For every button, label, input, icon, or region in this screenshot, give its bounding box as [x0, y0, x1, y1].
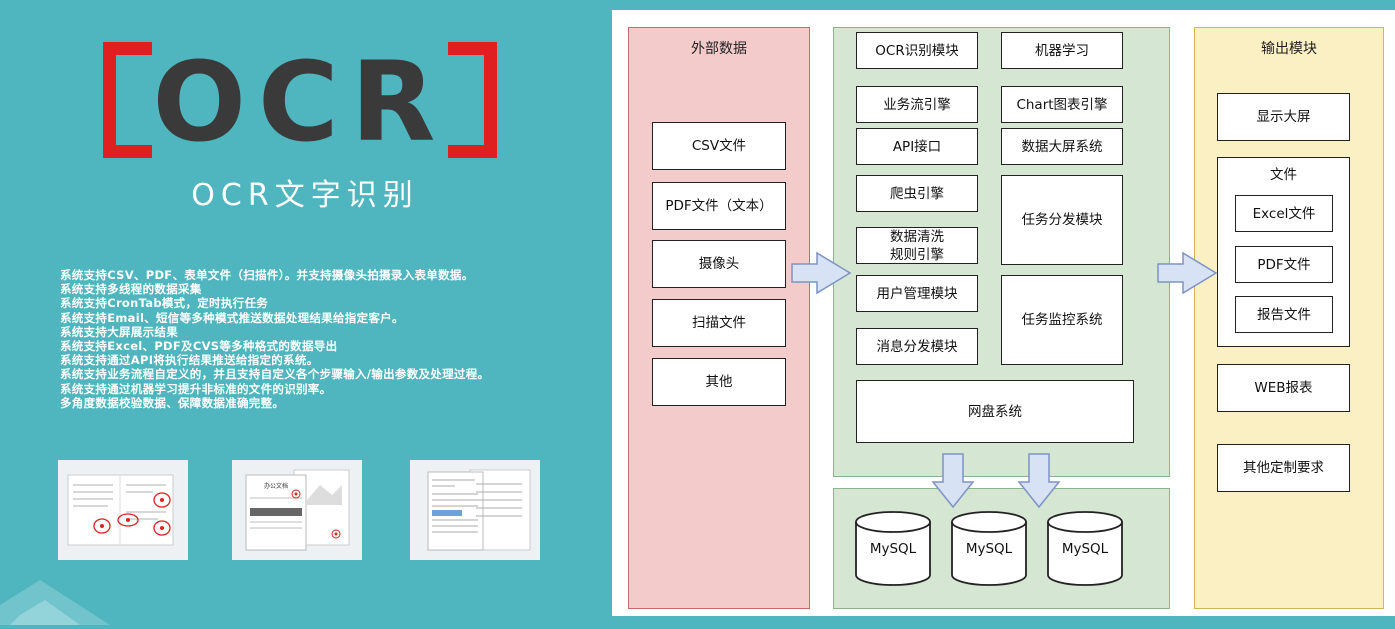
web-report-box: WEB报表 [1217, 364, 1350, 412]
feature-list: 系统支持CSV、PDF、表单文件（扫描件）。并支持摄像头拍摄录入表单数据。 系统… [60, 268, 489, 410]
mysql-label: MySQL [870, 541, 917, 557]
excel-file-box: Excel文件 [1235, 195, 1333, 232]
feature-item: 系统支持Excel、PDF及CVS等多种格式的数据导出 [60, 339, 338, 354]
feature-item: 多角度数据校验数据、保障数据准确完整。 [60, 395, 285, 410]
arrow-external-to-core [791, 251, 852, 295]
feature-item: 系统支持通过API将执行结果推送给指定的系统。 [60, 353, 319, 368]
thumbnail-caption: 办公文档 [264, 482, 288, 490]
data-cleaning-label-line2: 规则引擎 [890, 246, 944, 263]
feature-item: 系统支持多线程的数据采集 [60, 282, 202, 297]
api-interface-box: API接口 [856, 128, 978, 165]
mysql-database-icon [855, 511, 931, 586]
ocr-logo: OCR [100, 38, 500, 166]
arrow-netdisk-to-db-right [1017, 453, 1061, 509]
dashboard-system-box: 数据大屏系统 [1001, 128, 1123, 165]
feature-item: 系统支持通过机器学习提升非标准的文件的识别率。 [60, 381, 332, 396]
other-input-box: 其他 [652, 358, 786, 406]
workflow-engine-box: 业务流引擎 [856, 86, 978, 123]
custom-requirements-box: 其他定制要求 [1217, 444, 1350, 492]
task-dispatch-box: 任务分发模块 [1001, 175, 1123, 265]
display-screen-box: 显示大屏 [1217, 93, 1350, 141]
pdf-file-box: PDF文件 [1235, 246, 1333, 283]
user-management-box: 用户管理模块 [856, 275, 978, 312]
pdf-text-box: PDF文件（文本） [652, 182, 786, 230]
logo-text: OCR [153, 40, 448, 160]
crawler-engine-box: 爬虫引擎 [856, 175, 978, 212]
feature-item: 系统支持Email、短信等多种模式推送数据处理结果给指定客户。 [60, 310, 404, 325]
report-thumbnail [410, 460, 540, 560]
mysql-database-icon [1047, 511, 1123, 586]
machine-learning-box: 机器学习 [1001, 32, 1123, 69]
files-group-title: 文件 [1270, 167, 1297, 183]
output-module-title: 输出模块 [1261, 41, 1317, 57]
external-data-title: 外部数据 [691, 41, 747, 57]
mysql-label: MySQL [966, 541, 1013, 557]
arrow-core-to-output [1157, 251, 1218, 295]
arrow-netdisk-to-db-left [931, 453, 975, 509]
decorative-corner [0, 575, 120, 629]
feature-item: 系统支持大屏展示结果 [60, 324, 178, 339]
ocr-module-box: OCR识别模块 [856, 32, 978, 69]
task-monitor-box: 任务监控系统 [1001, 275, 1123, 365]
mysql-database-icon [951, 511, 1027, 586]
document-stamp-icon [67, 474, 174, 546]
netdisk-system-box: 网盘系统 [856, 380, 1134, 443]
chart-engine-box: Chart图表引擎 [1001, 86, 1123, 123]
camera-box: 摄像头 [652, 240, 786, 288]
feature-item: 系统支持业务流程自定义的，并且支持自定义各个步骤输入/输出参数及处理过程。 [60, 367, 490, 382]
message-dispatch-box: 消息分发模块 [856, 328, 978, 365]
diagram-overlay: MySQL MySQL MySQL [791, 251, 1218, 586]
form-scan-thumbnail [58, 460, 188, 560]
document-image-icon: 办公文档 [245, 469, 350, 551]
feature-item: 系统支持CronTab模式，定时执行任务 [60, 296, 269, 311]
product-subtitle: OCR文字识别 [191, 178, 419, 213]
logo-brackets [103, 42, 497, 158]
mysql-label: MySQL [1062, 541, 1109, 557]
data-cleaning-label-line1: 数据清洗 [890, 228, 944, 245]
office-document-thumbnail: 办公文档 [232, 460, 362, 560]
csv-file-box: CSV文件 [652, 122, 786, 170]
data-cleaning-box: 数据清洗 规则引擎 [856, 227, 978, 264]
scan-file-box: 扫描文件 [652, 299, 786, 347]
report-pages-icon [427, 469, 531, 551]
architecture-diagram: 外部数据 CSV文件 PDF文件（文本） 摄像头 扫描文件 其他 OCR识别模块… [612, 10, 1395, 616]
feature-item: 系统支持CSV、PDF、表单文件（扫描件）。并支持摄像头拍摄录入表单数据。 [60, 268, 474, 282]
report-file-box: 报告文件 [1235, 296, 1333, 333]
